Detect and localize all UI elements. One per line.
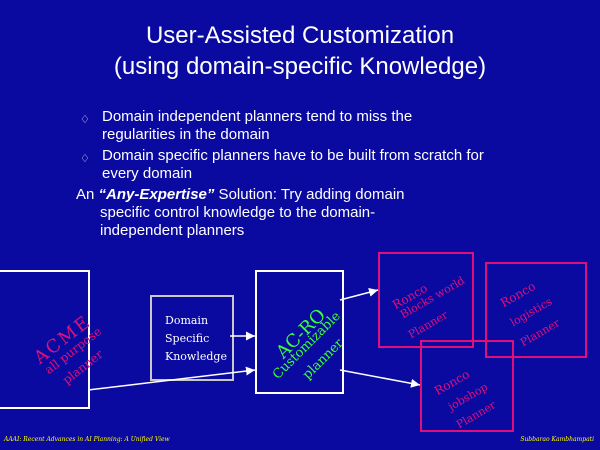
title-line-1: User-Assisted Customization: [145, 22, 455, 49]
bullet-text: Domain specific planners have to be buil…: [102, 147, 484, 182]
customizable-planner-box: [255, 270, 344, 394]
solution-emphasis: “Any-Expertise”: [98, 186, 215, 203]
solution-line-2: specific control knowledge to the domain…: [100, 204, 376, 221]
customizable-to-jobshop-arrow: [339, 369, 421, 388]
jobshop-planner-box: [420, 340, 514, 432]
diamond-bullet-icon: ♢: [80, 114, 90, 126]
dk-line-3: Knowledge: [165, 350, 227, 363]
acme-planner-box: [0, 270, 90, 409]
solution-prefix: An: [76, 186, 99, 203]
solution-paragraph: An “Any-Expertise” Solution: Try adding …: [76, 186, 488, 240]
domain-knowledge-text: Domain Specific Knowledge: [165, 312, 227, 366]
footer-left: AAAI: Recent Advances in AI Planning: A …: [4, 436, 170, 443]
domain-knowledge-box: [150, 295, 234, 381]
solution-line-1: Solution: Try adding domain: [214, 186, 405, 203]
solution-line-3: independent planners: [100, 222, 245, 239]
slide-title: User-Assisted Customization (using domai…: [0, 20, 600, 82]
bullet-list: ♢ Domain independent planners tend to mi…: [76, 108, 488, 240]
bullet-item: ♢ Domain specific planners have to be bu…: [78, 147, 488, 183]
footer-right: Subbarao Kambhampati: [520, 436, 594, 443]
blocks-world-planner-box: [378, 252, 474, 348]
title-line-2: (using domain-specific Knowledge): [113, 53, 487, 80]
bullet-text: Domain independent planners tend to miss…: [102, 108, 413, 143]
dk-line-1: Domain: [165, 314, 209, 327]
logistics-planner-box: [485, 262, 587, 358]
customizable-to-blocks-arrow: [339, 287, 379, 301]
bullet-item: ♢ Domain independent planners tend to mi…: [78, 108, 488, 144]
acme-to-customizable-arrow: [87, 366, 256, 391]
dk-line-2: Specific: [165, 332, 210, 345]
diamond-bullet-icon: ♢: [80, 153, 90, 165]
